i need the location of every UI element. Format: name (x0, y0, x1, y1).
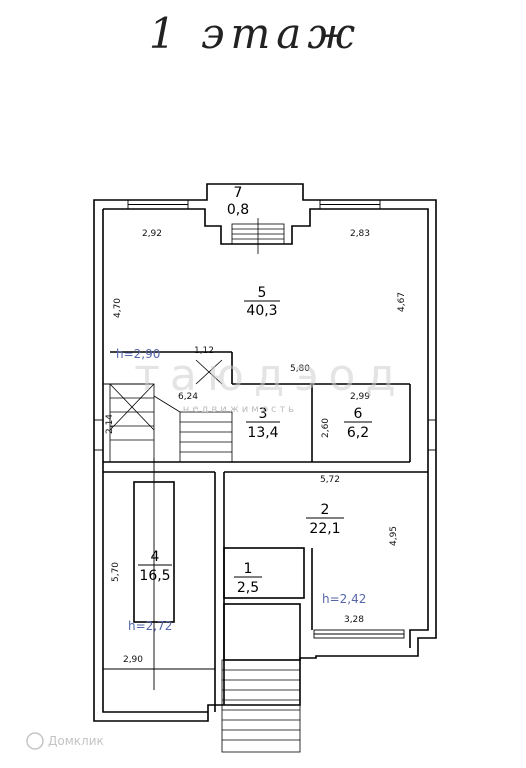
floor-title: 1 этаж (149, 9, 361, 58)
height-label: h=2,42 (322, 592, 366, 606)
dimension-label: 2,92 (142, 229, 162, 239)
room-area: 6,2 (347, 425, 369, 441)
dimension-label: 6,24 (178, 392, 198, 402)
room-number: 3 (259, 406, 268, 422)
outer-walls (93, 183, 437, 722)
room-number: 4 (151, 549, 160, 565)
room-7: 7 0,8 (227, 185, 249, 218)
room-area: 0,8 (227, 202, 249, 218)
dimensions: 2,92 2,83 4,70 4,67 1,12 5,80 6,24 2,99 … (105, 229, 407, 665)
domclick-logo: Домклик (26, 732, 104, 750)
dimension-label: 2,90 (123, 655, 143, 665)
dimension-label: 4,70 (113, 298, 123, 318)
dimension-label: 5,72 (320, 475, 340, 485)
dimension-label: 2,60 (321, 418, 331, 438)
dimension-label: 2,99 (350, 392, 370, 402)
column (133, 458, 175, 690)
dimension-label: 1,12 (194, 346, 214, 356)
domclick-label: Домклик (48, 734, 104, 748)
dimension-label: 4,95 (389, 526, 399, 546)
room-6: 6 6,2 (344, 406, 372, 441)
room-area: 40,3 (246, 303, 277, 319)
room-2: 2 22,1 (306, 502, 344, 537)
room-5: 5 40,3 (244, 285, 280, 319)
height-label: h=2,90 (116, 347, 160, 361)
height-label: h=2,72 (128, 619, 172, 633)
internal-stairs (109, 359, 233, 463)
dimension-label: 2,14 (105, 414, 115, 434)
room-4: 4 16,5 (138, 549, 172, 584)
porch-stairs (231, 218, 285, 254)
room-number: 1 (244, 561, 253, 577)
dimension-label: 3,28 (344, 615, 364, 625)
room-area: 13,4 (247, 425, 278, 441)
entrance-stairs (221, 659, 301, 753)
room-area: 16,5 (139, 568, 170, 584)
watermark-text: таюдэод (134, 350, 406, 401)
room-number: 2 (321, 502, 330, 518)
windows (93, 199, 437, 639)
room-area: 22,1 (309, 521, 340, 537)
partitions (103, 351, 428, 712)
room-number: 6 (354, 406, 363, 422)
dimension-label: 2,83 (350, 229, 370, 239)
watermark-subtext: недвижимость (183, 404, 297, 415)
dimension-label: 4,67 (397, 292, 407, 312)
dimension-label: 5,70 (111, 562, 121, 582)
room-number: 7 (234, 185, 243, 201)
room-area: 2,5 (237, 580, 259, 596)
room-number: 5 (258, 285, 267, 301)
room-3: 3 13,4 (246, 406, 280, 441)
dimension-label: 5,80 (290, 364, 310, 374)
room-1: 1 2,5 (234, 561, 262, 596)
